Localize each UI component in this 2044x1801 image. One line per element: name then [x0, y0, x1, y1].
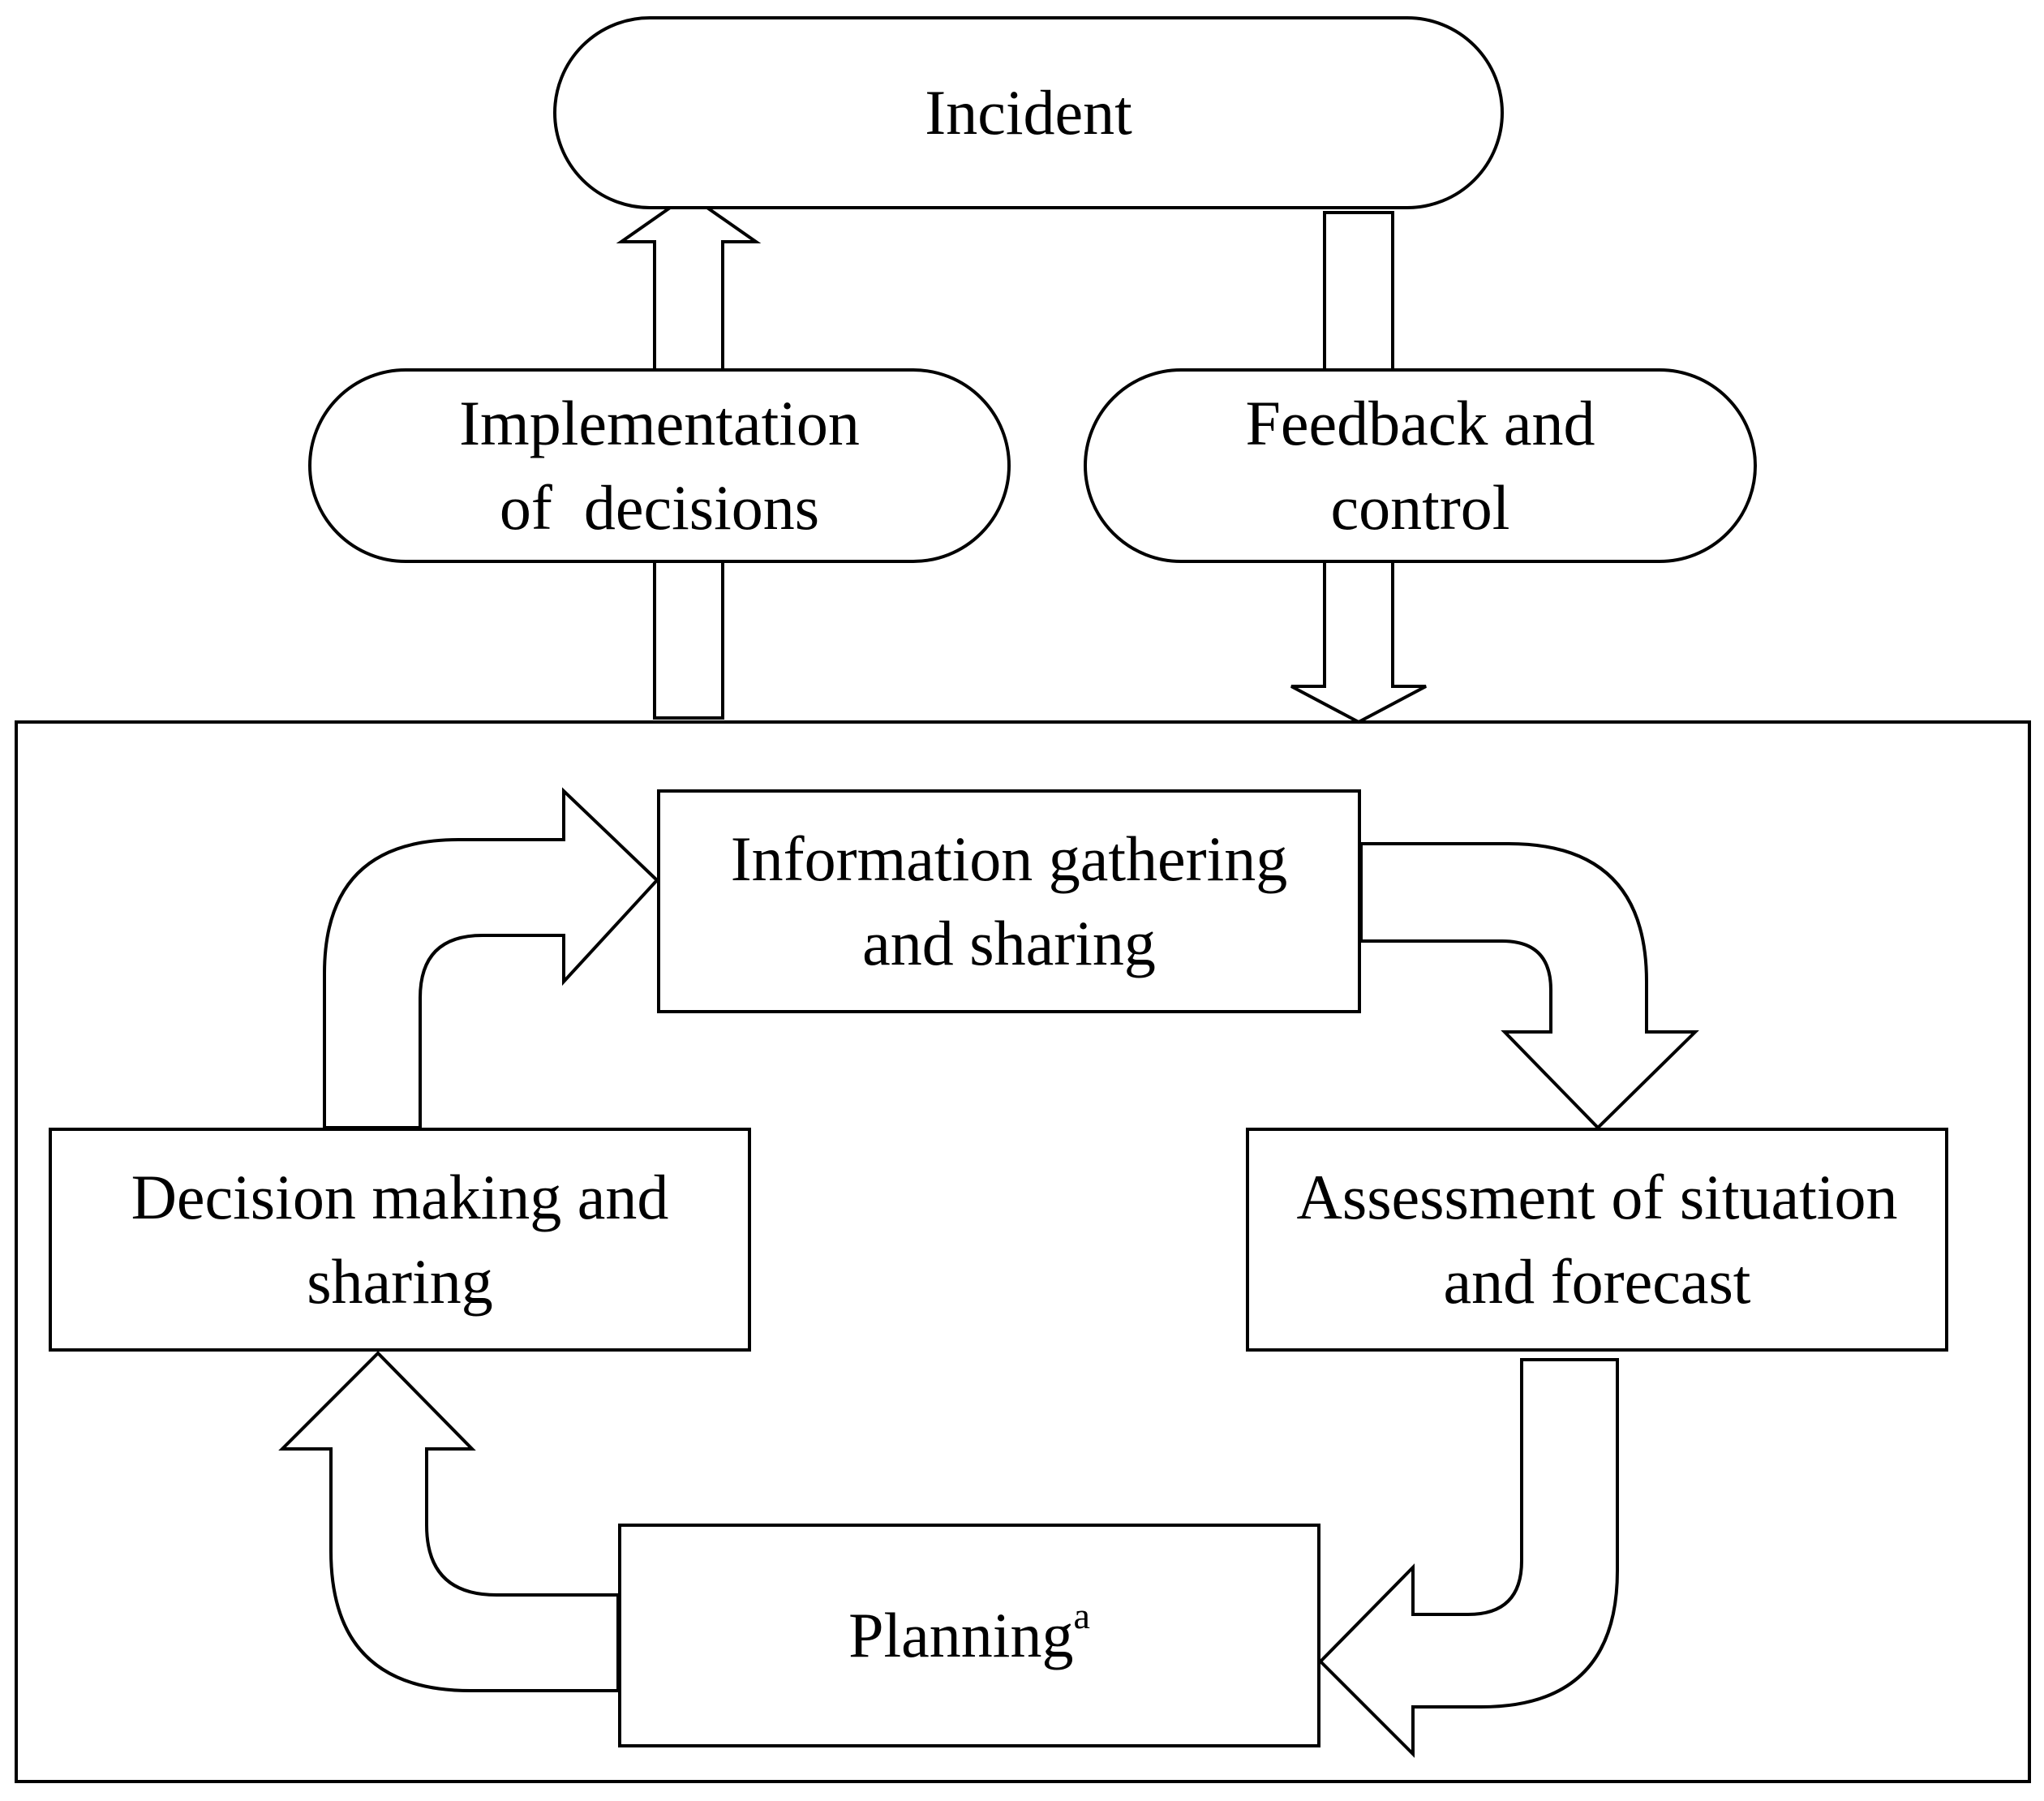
- implementation-label: Implementation of decisions: [310, 370, 1009, 561]
- assessment-box: [1246, 1128, 1948, 1352]
- implementation-line2: of decisions: [499, 472, 820, 543]
- arrow-planning-to-decision: [278, 1351, 620, 1692]
- info-gathering-box: [657, 789, 1361, 1013]
- feedback-line1: Feedback and: [1245, 388, 1595, 458]
- arrow-decision-to-info: [323, 787, 659, 1129]
- planning-text: Planning: [848, 1600, 1074, 1670]
- feedback-oval: [1084, 368, 1757, 563]
- assessment-line1: Assessment of situation: [1296, 1162, 1898, 1232]
- info-gathering-label: Information gathering and sharing: [659, 791, 1359, 1012]
- info-gathering-line2: and sharing: [862, 908, 1156, 978]
- arrow-info-to-assessment: [1359, 842, 1699, 1130]
- decision-making-box: [49, 1128, 751, 1352]
- incident-label: Incident: [555, 18, 1502, 208]
- decision-making-label: Decision making and sharing: [50, 1129, 749, 1350]
- planning-box: [618, 1524, 1320, 1747]
- planning-label: Planninga: [620, 1525, 1319, 1746]
- planning-footnote-marker: a: [1073, 1595, 1090, 1636]
- incident-oval: [553, 16, 1504, 209]
- implementation-line1: Implementation: [459, 388, 860, 458]
- decision-making-line2: sharing: [307, 1246, 493, 1317]
- feedback-line2: control: [1330, 472, 1510, 543]
- incident-text: Incident: [925, 77, 1132, 148]
- implementation-oval: [308, 368, 1011, 563]
- planning-line: Planninga: [848, 1593, 1090, 1678]
- info-gathering-line1: Information gathering: [730, 823, 1288, 894]
- assessment-label: Assessment of situation and forecast: [1247, 1129, 1947, 1350]
- feedback-label: Feedback and control: [1085, 370, 1755, 561]
- decision-making-line1: Decision making and: [131, 1162, 669, 1232]
- assessment-line2: and forecast: [1443, 1246, 1751, 1317]
- arrow-assessment-to-planning: [1318, 1358, 1619, 1758]
